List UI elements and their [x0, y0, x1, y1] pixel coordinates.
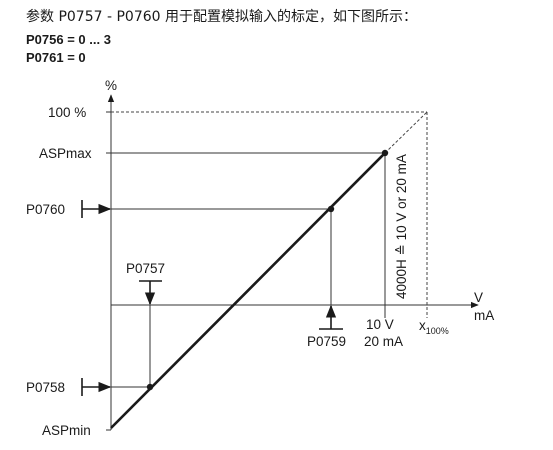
label-asp-max: ASPmax: [39, 146, 92, 161]
label-x100: x100%: [419, 318, 449, 336]
p0758-marker: [81, 378, 112, 396]
label-100-percent: 100 %: [48, 105, 86, 120]
label-p0760: P0760: [26, 202, 65, 217]
p0759-marker: [319, 304, 343, 330]
label-p0758: P0758: [26, 380, 65, 395]
label-20ma: 20 mA: [364, 334, 403, 349]
x-axis-unit-ma: mA: [474, 308, 494, 323]
label-asp-min: ASPmin: [42, 423, 91, 438]
y-axis-label: %: [105, 78, 117, 93]
param-line-p0761: P0761 = 0: [26, 50, 86, 65]
label-p0759: P0759: [307, 334, 346, 349]
scaling-curve: [110, 152, 386, 429]
p0757-marker: [139, 280, 162, 306]
point-p0759-p0760: [327, 205, 335, 213]
point-max: [381, 149, 389, 157]
p0760-marker: [81, 200, 112, 218]
vertical-scaling-label: 4000H ≙ 10 V or 20 mA: [394, 154, 409, 299]
x-axis-unit-v: V: [474, 290, 483, 305]
param-line-p0756: P0756 = 0 ... 3: [26, 32, 111, 47]
point-p0757-p0758: [146, 383, 154, 391]
label-10v: 10 V: [366, 317, 394, 332]
intro-text: 参数 P0757 - P0760 用于配置模拟输入的标定，如下图所示：: [26, 9, 417, 25]
curve-extension: [384, 111, 428, 154]
label-p0757: P0757: [126, 261, 165, 276]
